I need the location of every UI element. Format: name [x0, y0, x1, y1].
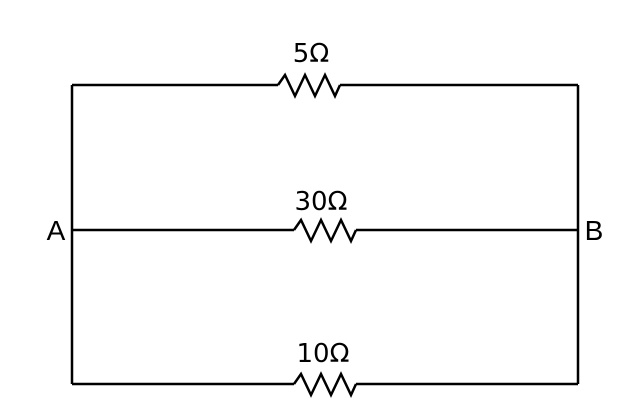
resistor-10-ohm-symbol	[292, 371, 358, 398]
node-a-label: A	[47, 215, 66, 246]
resistor-30-ohm-symbol	[292, 217, 358, 244]
resistor-5-ohm-symbol	[276, 72, 342, 99]
node-b-label: B	[585, 215, 604, 246]
resistor-30-ohm-label: 30Ω	[295, 187, 348, 217]
resistor-10-ohm-label: 10Ω	[297, 339, 350, 369]
resistor-5-ohm-label: 5Ω	[293, 39, 329, 69]
